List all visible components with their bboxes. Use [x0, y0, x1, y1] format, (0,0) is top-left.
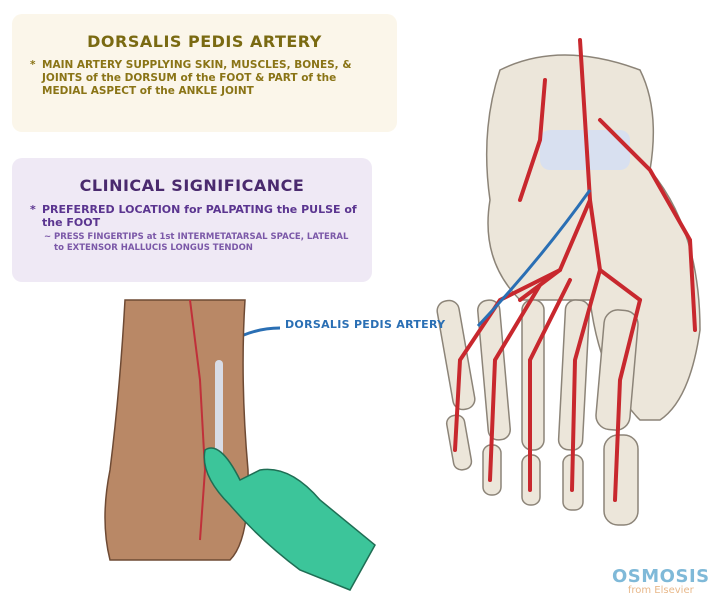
logo-name: OSMOSIS [612, 566, 710, 587]
dorsalis-pedis-artery [189, 299, 207, 541]
gloved-hand [203, 447, 376, 591]
artery-label: DORSALIS PEDIS ARTERY [285, 318, 446, 331]
logo-tagline: from Elsevier [627, 585, 694, 596]
foot-skeleton [436, 54, 701, 526]
arteries [453, 38, 697, 502]
extensor-tendon [215, 360, 223, 470]
definition-text: MAIN ARTERY SUPPLYING SKIN, MUSCLES, BON… [42, 59, 352, 97]
definition-title: DORSALIS PEDIS ARTERY [87, 32, 322, 51]
bullet-star-icon: * [30, 59, 36, 71]
tilde-bullet-icon: ~ [44, 232, 52, 242]
clinical-sub-bullet: ~PRESS FINGERTIPS at 1st INTERMETATARSAL… [44, 232, 358, 254]
clinical-text: PREFERRED LOCATION for PALPATING the PUL… [42, 203, 357, 229]
clinical-title: CLINICAL SIGNIFICANCE [79, 176, 305, 195]
bullet-star-icon: * [30, 203, 36, 216]
skin-foot [104, 299, 249, 561]
clinical-significance-box: CLINICAL SIGNIFICANCE * PREFERRED LOCATIO… [12, 158, 372, 282]
clinical-bullet: * PREFERRED LOCATION for PALPATING the PU… [30, 203, 358, 229]
osmosis-logo: OSMOSIS from Elsevier [612, 566, 710, 596]
definition-bullet: * MAIN ARTERY SUPPLYING SKIN, MUSCLES, BO… [30, 59, 383, 98]
definition-box: DORSALIS PEDIS ARTERY * MAIN ARTERY SUPPL… [12, 14, 397, 132]
label-pointer-line [476, 189, 592, 328]
clinical-sub-text: PRESS FINGERTIPS at 1st INTERMETATARSAL … [54, 232, 349, 253]
